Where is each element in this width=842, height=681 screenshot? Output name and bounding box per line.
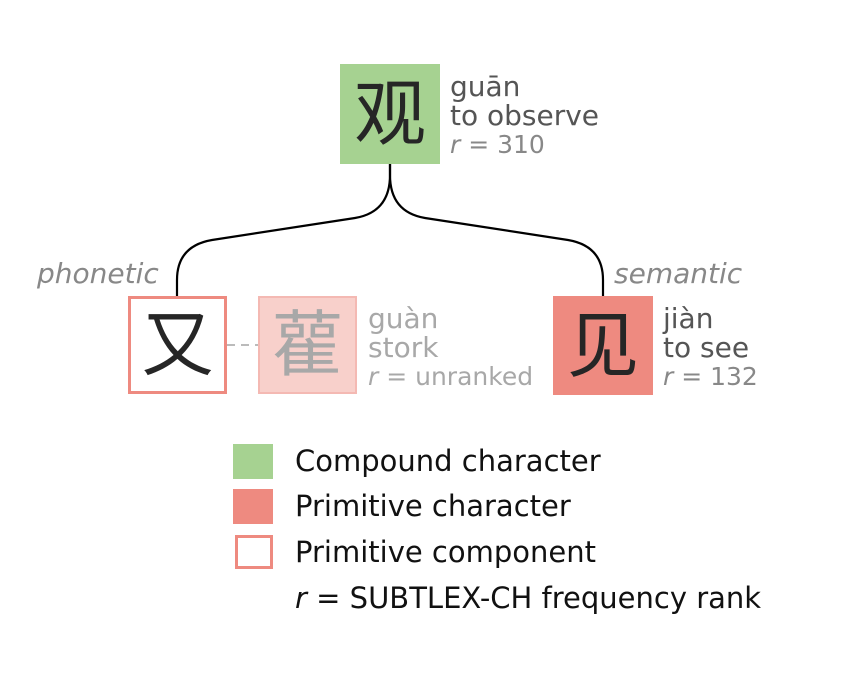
- legend-label-compound: Compound character: [295, 444, 601, 478]
- compound-meaning: to observe: [450, 99, 600, 132]
- rank-symbol: r: [295, 581, 307, 615]
- semantic-meaning: to see: [663, 331, 750, 364]
- compound-character-glyph: 观: [353, 72, 426, 156]
- rank-value: = 310: [460, 130, 545, 159]
- compound-pinyin: guān: [450, 70, 521, 103]
- semantic-character-info: jiàn to see r = 132: [663, 304, 758, 391]
- rank-symbol: r: [663, 362, 674, 391]
- original-component-info: guàn stork r = unranked: [368, 304, 533, 391]
- compound-swatch: [233, 444, 273, 479]
- rank-value: = unranked: [378, 362, 534, 391]
- original-component-box: 雚: [258, 296, 357, 394]
- phonetic-component-glyph: 又: [141, 303, 214, 387]
- legend-item-rank: r = SUBTLEX-CH frequency rank: [233, 581, 793, 619]
- legend-rank-text: = SUBTLEX-CH frequency rank: [306, 581, 762, 615]
- semantic-character-box: 见: [553, 296, 653, 395]
- rank-symbol: r: [450, 130, 461, 159]
- semantic-role-label: semantic: [614, 257, 743, 290]
- semantic-character-glyph: 见: [566, 303, 639, 388]
- legend-item-primitive: Primitive character: [233, 489, 793, 527]
- branch-left-connector: [175, 163, 392, 296]
- original-pinyin: guàn: [368, 302, 439, 335]
- compound-character-box: 观: [340, 64, 440, 164]
- rank-symbol: r: [368, 362, 379, 391]
- compound-rank: r = 310: [450, 130, 599, 159]
- original-component-glyph: 雚: [271, 303, 344, 387]
- original-meaning: stork: [368, 331, 439, 364]
- component-swatch: [235, 535, 273, 569]
- primitive-swatch: [233, 489, 273, 524]
- rank-value: = 132: [673, 362, 758, 391]
- phonetic-component-box: 又: [128, 296, 227, 394]
- legend-item-compound: Compound character: [233, 444, 793, 482]
- semantic-pinyin: jiàn: [663, 302, 714, 335]
- compound-character-info: guān to observe r = 310: [450, 72, 599, 159]
- legend-label-primitive: Primitive character: [295, 489, 571, 523]
- legend-label-component: Primitive component: [295, 535, 596, 569]
- legend-label-rank: r = SUBTLEX-CH frequency rank: [295, 581, 761, 616]
- branch-right-connector: [388, 163, 605, 296]
- original-rank: r = unranked: [368, 362, 533, 391]
- phonetic-role-label: phonetic: [37, 257, 159, 290]
- semantic-rank: r = 132: [663, 362, 758, 391]
- legend-item-component: Primitive component: [233, 535, 793, 573]
